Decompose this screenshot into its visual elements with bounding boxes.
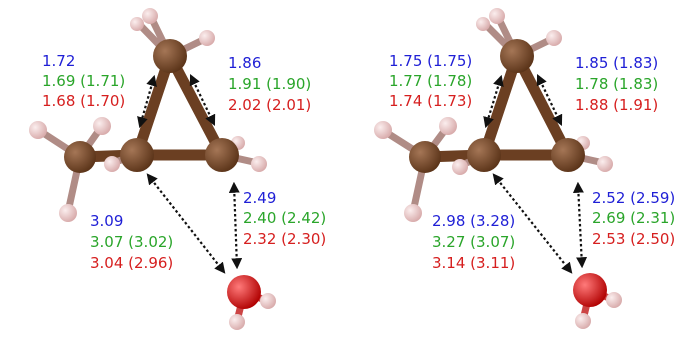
distance-arrow <box>572 181 588 269</box>
carbon-atom <box>205 138 239 172</box>
label-blue: 2.98 (3.28) <box>432 212 515 230</box>
hydrogen-atom <box>142 8 158 24</box>
hydrogen-atom <box>374 121 392 139</box>
distance-arrow <box>536 74 563 126</box>
label-blue: 3.09 <box>90 212 123 230</box>
label-blue: 2.52 (2.59) <box>592 189 675 207</box>
label-red: 1.74 (1.73) <box>389 92 472 110</box>
oxygen-atom <box>227 275 261 309</box>
hydrogens-left <box>29 8 276 330</box>
label-red: 2.02 (2.01) <box>228 96 311 114</box>
hydrogen-atom <box>29 121 47 139</box>
hydrogen-atom <box>229 314 245 330</box>
distance-labels-right: 1.75 (1.75) 1.77 (1.78) 1.74 (1.73) 1.85… <box>389 52 675 272</box>
label-red: 1.68 (1.70) <box>42 92 125 110</box>
label-green: 1.69 (1.71) <box>42 72 125 90</box>
hydrogen-atom <box>130 17 144 31</box>
panel-right: 1.75 (1.75) 1.77 (1.78) 1.74 (1.73) 1.85… <box>374 8 675 329</box>
label-red: 3.14 (3.11) <box>432 254 515 272</box>
label-red: 1.88 (1.91) <box>575 96 658 114</box>
label-green: 2.69 (2.31) <box>592 209 675 227</box>
carbon-atom <box>64 141 96 173</box>
hydrogen-atom <box>251 156 267 172</box>
carbon-atom <box>153 39 187 73</box>
distance-arrows-left <box>137 74 243 274</box>
label-blue: 1.86 <box>228 54 261 72</box>
label-green: 3.27 (3.07) <box>432 233 515 251</box>
carbons-left <box>64 39 239 173</box>
hydrogen-atom <box>93 117 111 135</box>
carbon-atom <box>551 138 585 172</box>
carbons-right <box>409 39 585 173</box>
panel-left: 1.72 1.69 (1.71) 1.68 (1.70) 1.86 1.91 (… <box>29 8 326 330</box>
distance-arrow <box>483 74 504 129</box>
hydrogen-atom <box>452 159 468 175</box>
carbon-atom <box>409 141 441 173</box>
label-blue: 1.72 <box>42 52 75 70</box>
label-green: 2.40 (2.42) <box>243 209 326 227</box>
distance-arrow <box>146 173 226 274</box>
distance-arrow <box>492 173 573 274</box>
label-green: 3.07 (3.02) <box>90 233 173 251</box>
carbon-atom <box>467 138 501 172</box>
label-green: 1.77 (1.78) <box>389 72 472 90</box>
hydrogen-atom <box>606 292 622 308</box>
hydrogens-right <box>374 8 622 329</box>
label-red: 3.04 (2.96) <box>90 254 173 272</box>
hydrogen-atom <box>489 8 505 24</box>
distance-labels-left: 1.72 1.69 (1.71) 1.68 (1.70) 1.86 1.91 (… <box>42 52 326 272</box>
label-red: 2.53 (2.50) <box>592 230 675 248</box>
label-green: 1.78 (1.83) <box>575 75 658 93</box>
hydrogen-atom <box>404 204 422 222</box>
carbon-atom <box>120 138 154 172</box>
oxygen-atom <box>573 273 607 307</box>
distance-arrow <box>137 74 157 129</box>
hydrogen-atom <box>575 313 591 329</box>
distance-arrows-right <box>483 74 588 274</box>
label-red: 2.32 (2.30) <box>243 230 326 248</box>
hydrogen-atom <box>476 17 490 31</box>
hydrogen-atom <box>59 204 77 222</box>
hydrogen-atom <box>546 30 562 46</box>
label-blue: 1.75 (1.75) <box>389 52 472 70</box>
hydrogen-atom <box>104 156 120 172</box>
label-green: 1.91 (1.90) <box>228 75 311 93</box>
label-blue: 1.85 (1.83) <box>575 54 658 72</box>
distance-arrow <box>228 181 243 270</box>
hydrogen-atom <box>439 117 457 135</box>
carbon-atom <box>500 39 534 73</box>
hydrogen-atom <box>597 156 613 172</box>
distance-arrow <box>189 74 216 126</box>
label-blue: 2.49 <box>243 189 276 207</box>
hydrogen-atom <box>260 293 276 309</box>
hydrogen-atom <box>199 30 215 46</box>
